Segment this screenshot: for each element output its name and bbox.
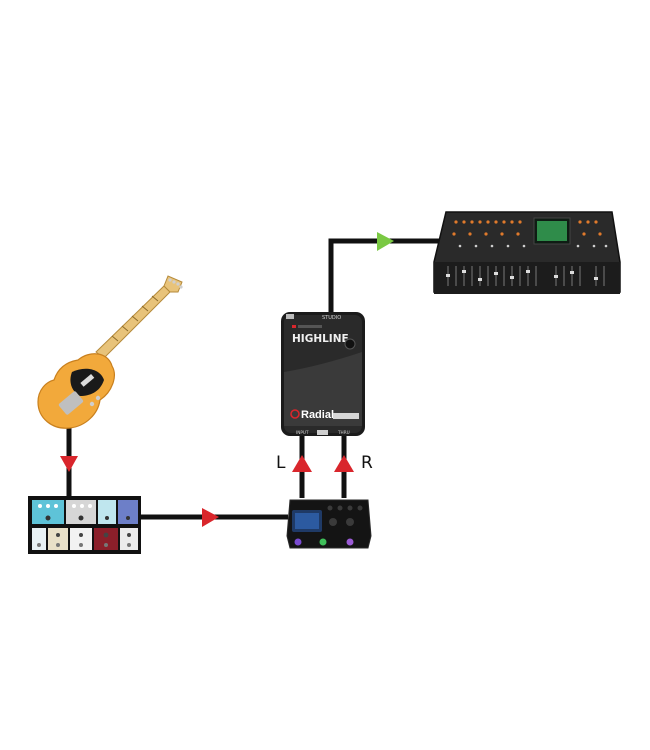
di-knob (344, 338, 356, 350)
cables (66, 238, 446, 520)
radial-logo-icon (290, 409, 300, 419)
footswitch-2 (319, 538, 327, 546)
di-port-input-label: INPUT (296, 430, 309, 435)
di-brand-top: STUDIO (322, 315, 341, 321)
multi-effects-icon (286, 499, 372, 549)
arrow-di-to-mixer (377, 232, 394, 251)
arrow-guitar-to-pedalboard (60, 456, 78, 472)
cable-di-to-mixer (328, 238, 446, 312)
di-box-icon: STUDIO HIGHLINE Radial INPUT THRU (281, 312, 365, 436)
footswitch-1 (294, 538, 302, 546)
di-port-thru-label: THRU (337, 430, 350, 435)
mixer-screen (537, 221, 567, 241)
mixer-icon (433, 211, 621, 294)
right-channel-label: R (361, 453, 373, 473)
arrow-pedalboard-to-multifx (202, 508, 219, 527)
arrow-left-output (292, 455, 312, 472)
arrow-right-output (334, 455, 354, 472)
di-model-name: HIGHLINE (292, 333, 349, 345)
guitar-icon (37, 275, 183, 429)
di-logo-text: Radial (301, 409, 334, 421)
left-channel-label: L (276, 453, 286, 473)
footswitch-3 (346, 538, 354, 546)
pedalboard-icon (28, 496, 141, 554)
